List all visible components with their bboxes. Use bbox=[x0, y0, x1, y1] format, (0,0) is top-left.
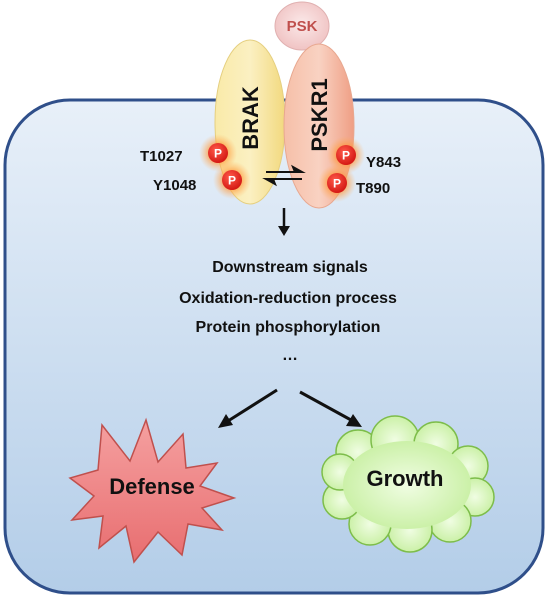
site-label-t1027: T1027 bbox=[140, 148, 183, 165]
signal-phosphorylation: Protein phosphorylation bbox=[196, 319, 381, 336]
phospho-marker: P bbox=[342, 149, 350, 163]
phospho-site-y1048: P bbox=[213, 161, 251, 199]
signal-ellipsis: … bbox=[282, 347, 298, 364]
phospho-site-t890: P bbox=[318, 164, 356, 202]
signal-downstream: Downstream signals bbox=[212, 259, 368, 276]
phospho-marker: P bbox=[214, 147, 222, 161]
growth-label: Growth bbox=[367, 466, 444, 491]
interaction-arrows bbox=[262, 164, 306, 187]
psk-ligand: PSK bbox=[274, 1, 330, 51]
arrow-to-defense bbox=[218, 388, 278, 428]
defense-starburst bbox=[68, 417, 237, 564]
psk-label: PSK bbox=[287, 18, 318, 35]
phospho-marker: P bbox=[333, 177, 341, 191]
site-label-y1048: Y1048 bbox=[153, 177, 196, 194]
defense-label: Defense bbox=[109, 474, 195, 499]
site-label-t890: T890 bbox=[356, 180, 390, 197]
growth-cloud-core bbox=[343, 441, 471, 529]
growth-outcome: Growth bbox=[321, 415, 495, 553]
pskr1-label: PSKR1 bbox=[307, 78, 332, 151]
down-arrow bbox=[278, 208, 290, 236]
arrow-to-growth bbox=[299, 390, 362, 427]
brak-label: BRAK bbox=[238, 86, 263, 150]
site-label-y843: Y843 bbox=[366, 154, 401, 171]
signal-redox: Oxidation-reduction process bbox=[179, 290, 397, 307]
defense-outcome: Defense bbox=[68, 417, 237, 564]
phospho-marker: P bbox=[228, 174, 236, 188]
